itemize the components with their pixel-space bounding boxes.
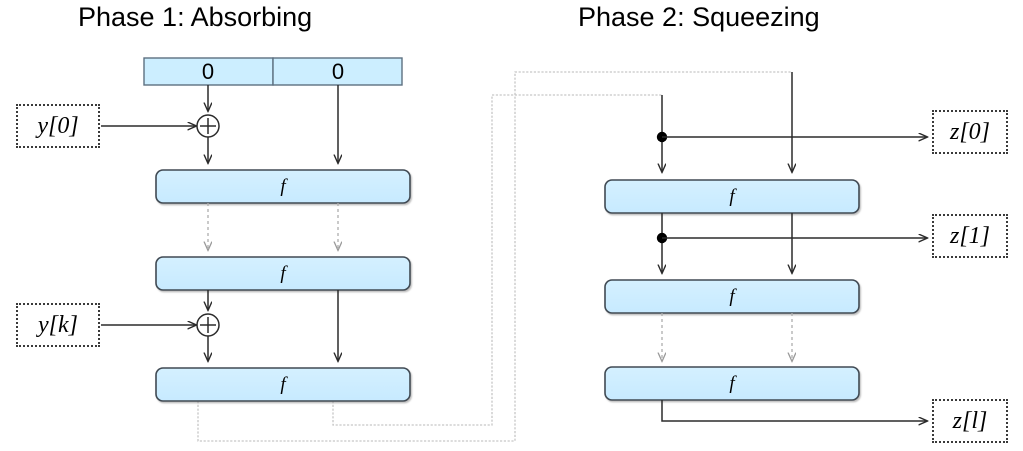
output-label-zl-text: z[l] bbox=[952, 408, 988, 434]
wire-zl-out bbox=[661, 400, 927, 421]
phase-2-title: Phase 2: Squeezing bbox=[578, 2, 820, 32]
p2-f-block-2-label: f bbox=[729, 286, 737, 307]
p1-f-block-1: f bbox=[155, 169, 411, 204]
p1-f-block-3: f bbox=[155, 367, 411, 402]
p1-repeat-connectors-1 bbox=[208, 203, 338, 250]
p2-f-block-3: f bbox=[604, 366, 860, 401]
input-label-y0-text: y[0] bbox=[37, 113, 79, 139]
p2-f-block-3-label: f bbox=[729, 373, 737, 394]
tap-node-z0 bbox=[656, 131, 927, 143]
state-cell-rate bbox=[143, 57, 274, 86]
input-label-yk: y[k] bbox=[16, 303, 100, 347]
state-cell-capacity bbox=[272, 57, 403, 86]
p1-f2-outputs bbox=[208, 290, 338, 361]
p2-f-block-2: f bbox=[604, 279, 860, 314]
state-cell-capacity-value: 0 bbox=[332, 59, 344, 84]
output-label-z1: z[1] bbox=[932, 214, 1008, 258]
p1-f-block-2-rect bbox=[155, 256, 411, 291]
p2-f-block-2-rect bbox=[604, 279, 860, 314]
p1-f-block-1-label: f bbox=[280, 176, 288, 197]
p2-incoming-wires bbox=[662, 72, 792, 172]
p2-f-block-1-label: f bbox=[729, 186, 737, 207]
p1-f-block-2: f bbox=[155, 256, 411, 291]
p2-f1-outputs bbox=[662, 213, 792, 273]
p1-f-block-3-label: f bbox=[280, 374, 288, 395]
p1-f-block-1-rect bbox=[155, 169, 411, 204]
output-label-z0-text: z[0] bbox=[949, 119, 991, 145]
p1-register-wires bbox=[208, 85, 338, 163]
p1-f-block-2-label: f bbox=[280, 263, 288, 284]
input-label-yk-text: y[k] bbox=[38, 312, 78, 338]
xor-node-k bbox=[196, 313, 220, 337]
output-label-zl: z[l] bbox=[932, 399, 1008, 443]
p2-f-block-1: f bbox=[604, 179, 860, 214]
xor-node-0 bbox=[196, 114, 220, 138]
input-label-y0: y[0] bbox=[16, 104, 100, 148]
phase-1-title: Phase 1: Absorbing bbox=[78, 2, 313, 32]
output-label-z0: z[0] bbox=[932, 110, 1008, 154]
p2-f-block-1-rect bbox=[604, 179, 860, 214]
p2-f-block-3-rect bbox=[604, 366, 860, 401]
feedback-path-inner bbox=[332, 94, 662, 426]
tap-node-z1 bbox=[656, 232, 927, 244]
p1-f-block-3-rect bbox=[155, 367, 411, 402]
state-register: 0 0 bbox=[143, 57, 403, 86]
state-cell-rate-value: 0 bbox=[202, 59, 214, 84]
p2-repeat-connectors bbox=[662, 313, 792, 361]
feedback-path-outer bbox=[197, 71, 792, 442]
output-label-z1-text: z[1] bbox=[949, 223, 991, 249]
feedback-wiring bbox=[197, 71, 792, 442]
